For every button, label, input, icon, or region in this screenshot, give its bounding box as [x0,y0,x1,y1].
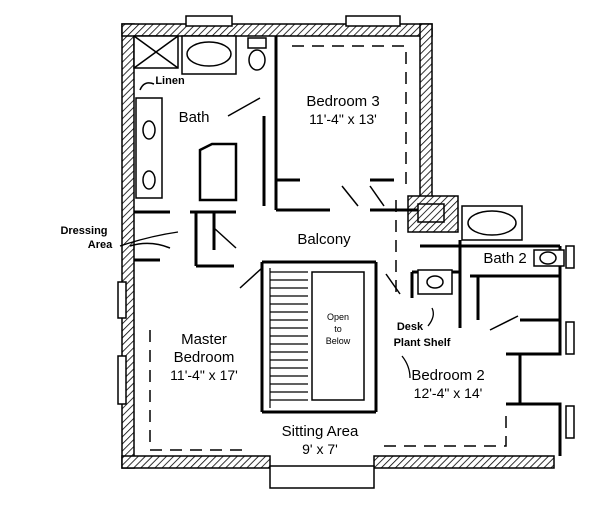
desk-label: Desk [397,321,424,333]
balcony-label: Balcony [297,231,351,248]
bedroom3-label: Bedroom 3 [306,93,379,110]
callout-arrows [119,231,434,379]
sitting-size: 9' x 7' [302,441,338,457]
bedroom2-size: 12'-4" x 14' [414,385,483,401]
interior-walls [134,36,562,456]
sitting-label: Sitting Area [282,423,359,440]
zone-lines [149,45,507,451]
master-label: Master [181,331,227,348]
doors [129,82,519,331]
dressing-label-2: Area [88,239,113,251]
bedroom3-size: 11'-4" x 13' [309,111,377,127]
master-label-2: Bedroom [174,349,235,366]
master-size: 11'-4" x 17' [170,367,238,383]
open-below-1: Open [327,312,349,322]
linen-label: Linen [155,75,185,87]
fixtures [133,35,565,295]
open-below-3: Below [326,336,351,346]
plant-shelf-label: Plant Shelf [394,337,451,349]
windows [117,15,575,489]
dressing-label: Dressing [60,225,107,237]
bath-label: Bath [179,109,210,126]
labels: Bedroom 3 11'-4" x 13' Bath Linen Dressi… [60,75,526,457]
open-to-below-box [311,271,365,401]
bedroom2-label: Bedroom 2 [411,367,484,384]
open-below-2: to [334,324,342,334]
staircase [269,268,308,408]
bath2-label: Bath 2 [483,250,526,267]
